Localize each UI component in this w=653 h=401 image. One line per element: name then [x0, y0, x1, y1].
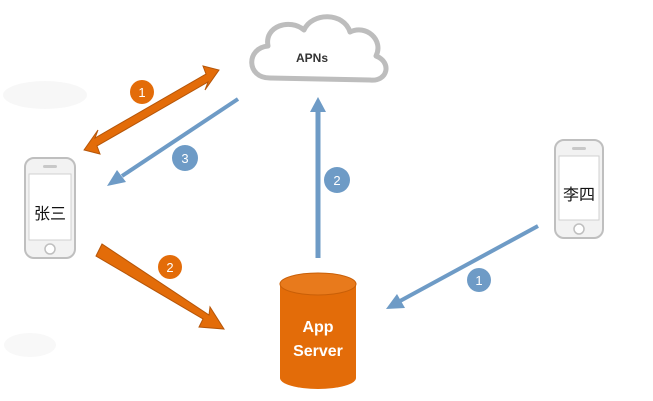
- home-button: [573, 223, 585, 235]
- step-badge: [172, 145, 198, 171]
- cloud-shape: [249, 14, 389, 83]
- arrow-blue-step2: 2: [310, 97, 350, 258]
- apns-cloud: APNs: [249, 14, 389, 83]
- phone-right-label: 李四: [563, 185, 595, 204]
- step-number: 1: [138, 85, 145, 100]
- server-label-line2: Server: [293, 343, 343, 360]
- arrow-orange-step2: 2: [95, 243, 225, 330]
- step-badge: [130, 80, 154, 104]
- arrow-blue-step3: 3: [107, 97, 240, 186]
- arrow-blue-step1: 1: [386, 224, 539, 309]
- step-number: 2: [166, 260, 173, 275]
- step-number: 1: [475, 273, 482, 288]
- step-badge: [158, 255, 182, 279]
- step-badge: [324, 167, 350, 193]
- home-button: [44, 243, 56, 255]
- apns-label: APNs: [296, 51, 328, 65]
- server-label-line1: App: [302, 319, 333, 336]
- app-server: App Server: [279, 272, 357, 389]
- phone-left-label: 张三: [34, 204, 66, 223]
- step-number: 3: [181, 151, 188, 166]
- arrow-orange-step1: 1: [83, 65, 220, 155]
- step-badge: [467, 268, 491, 292]
- step-number: 2: [333, 173, 340, 188]
- background-smudges: [3, 81, 87, 357]
- phone-right: 李四: [554, 139, 604, 239]
- phone-left: 张三: [24, 157, 76, 259]
